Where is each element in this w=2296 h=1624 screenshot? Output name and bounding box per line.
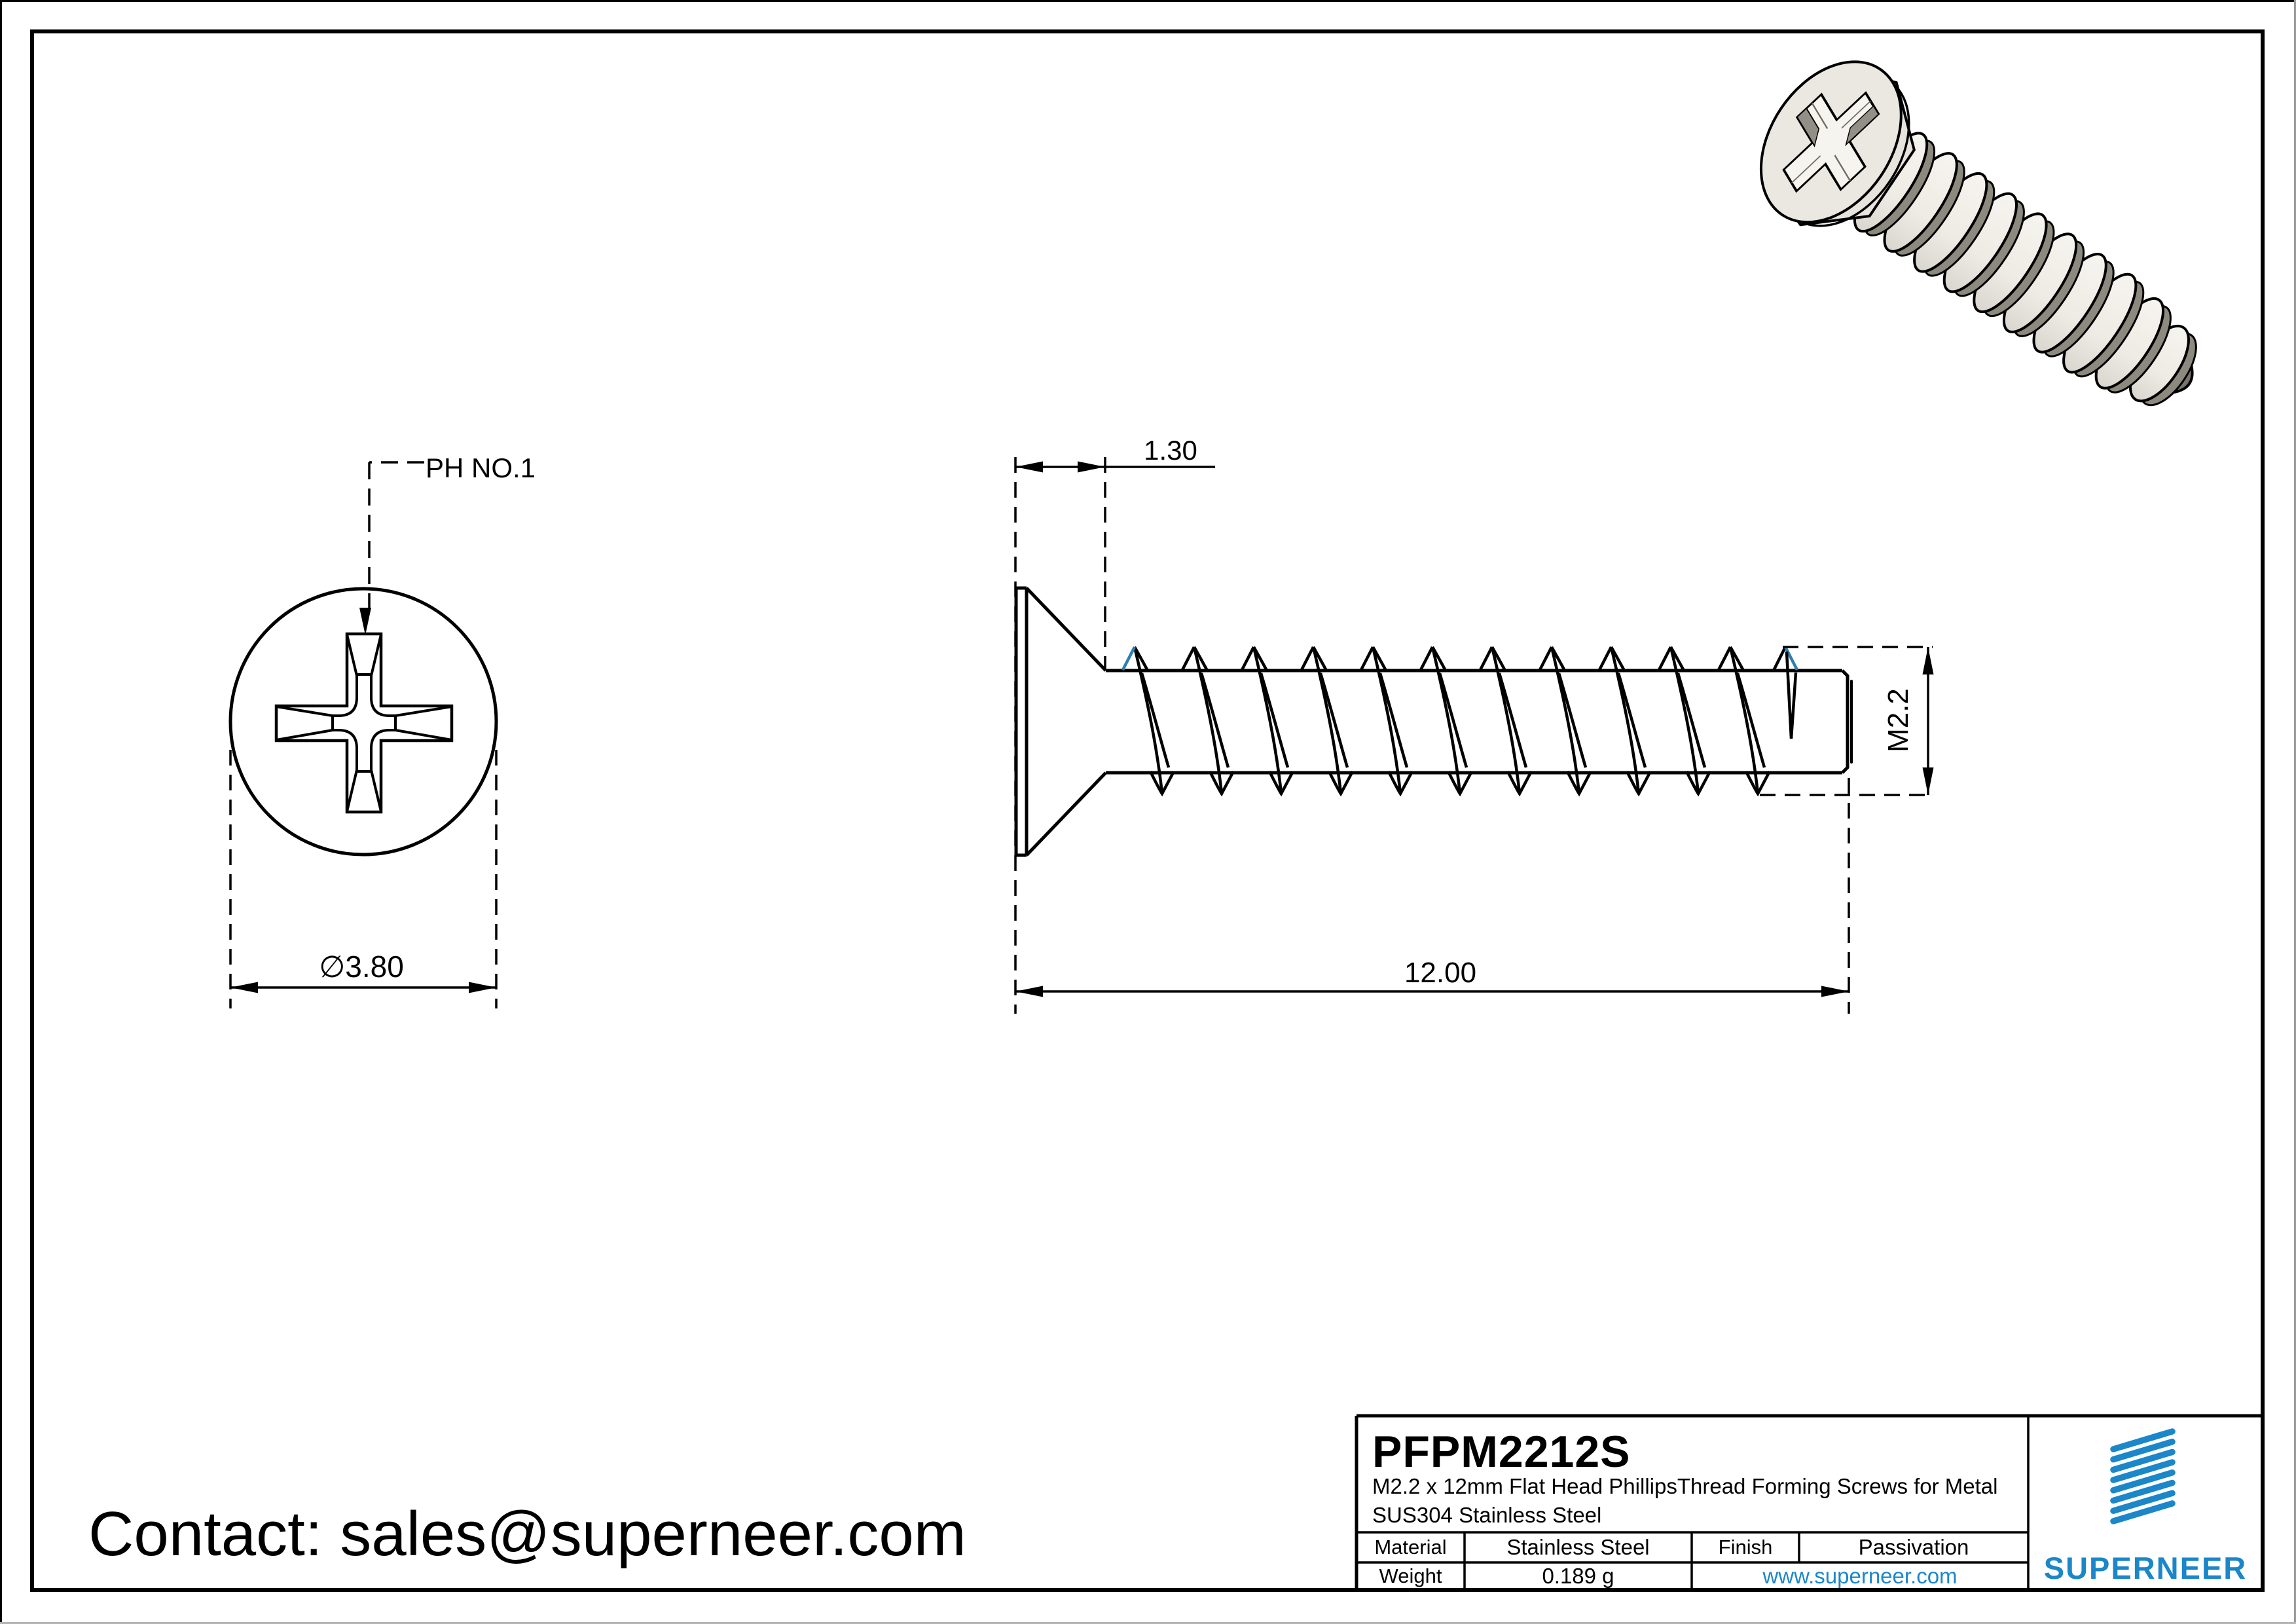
- side-tip: [1841, 669, 1853, 774]
- thread-dia-label: M2.2: [1882, 688, 1914, 752]
- diameter-extension-lines: [229, 750, 498, 1008]
- diameter-label: ∅3.80: [319, 950, 404, 984]
- thread-runout: [1772, 646, 1799, 739]
- material-label: Material: [1374, 1536, 1447, 1559]
- page-edge-left: [0, 0, 2, 1624]
- thread-dia-arrowheads: [1922, 647, 1934, 795]
- superneer-logo-stripes: [2110, 1428, 2176, 1524]
- thread-dia-extension-lines: [1760, 646, 1933, 796]
- weight-label: Weight: [1379, 1564, 1442, 1587]
- recess-label: PH NO.1: [426, 452, 536, 483]
- length-arrowheads: [1015, 986, 1849, 997]
- screw-3d-render: [1759, 60, 2197, 407]
- screw-3d-recess-shadow-2: [1796, 107, 1820, 148]
- leader-arrowhead: [359, 608, 371, 635]
- contact-line: Contact: sales@superneer.com: [88, 1499, 966, 1569]
- head-height-label: 1.30: [1144, 435, 1197, 466]
- screw-3d-threads: [1853, 132, 2197, 407]
- phillips-recess-slot: [331, 673, 397, 773]
- page-edge-top: [0, 0, 2296, 2]
- front-view: [228, 461, 498, 1008]
- page-edge-bottom: [0, 1622, 2296, 1624]
- screw-3d-recess-shadow-1: [1845, 105, 1880, 147]
- part-description-line1: M2.2 x 12mm Flat Head PhillipsThread For…: [1372, 1474, 1998, 1498]
- title-block-lines: [1355, 1414, 2263, 1590]
- screw-head-outline: [228, 587, 498, 857]
- finish-value: Passivation: [1858, 1535, 1969, 1559]
- phillips-recess-tapers: [276, 634, 452, 812]
- screw-3d-recess-edges: [1791, 100, 1871, 184]
- recess-leader: [368, 461, 424, 608]
- material-value: Stainless Steel: [1506, 1535, 1650, 1559]
- head-height-extension-lines: [1014, 457, 1106, 1014]
- thread-profile: [1133, 646, 1771, 797]
- finish-label: Finish: [1718, 1536, 1773, 1559]
- screw-3d-recess: [1782, 91, 1880, 193]
- thread-accent-edge: [1121, 646, 1137, 671]
- superneer-logo-text: SUPERNEER: [2043, 1550, 2248, 1585]
- side-view: [1014, 457, 1934, 1014]
- phillips-recess-outline: [274, 632, 454, 814]
- part-description-line2: SUS304 Stainless Steel: [1372, 1503, 1602, 1527]
- side-head: [1014, 586, 1107, 857]
- part-number: PFPM2212S: [1372, 1427, 1631, 1477]
- page-edge-right: [2294, 0, 2296, 1624]
- website-link: www.superneer.com: [1762, 1564, 1958, 1588]
- diameter-arrowheads: [230, 982, 496, 993]
- head-height-arrowheads: [1015, 461, 1105, 473]
- length-label: 12.00: [1404, 957, 1476, 989]
- drawing-frame: [30, 29, 2265, 1592]
- weight-value: 0.189 g: [1542, 1564, 1614, 1588]
